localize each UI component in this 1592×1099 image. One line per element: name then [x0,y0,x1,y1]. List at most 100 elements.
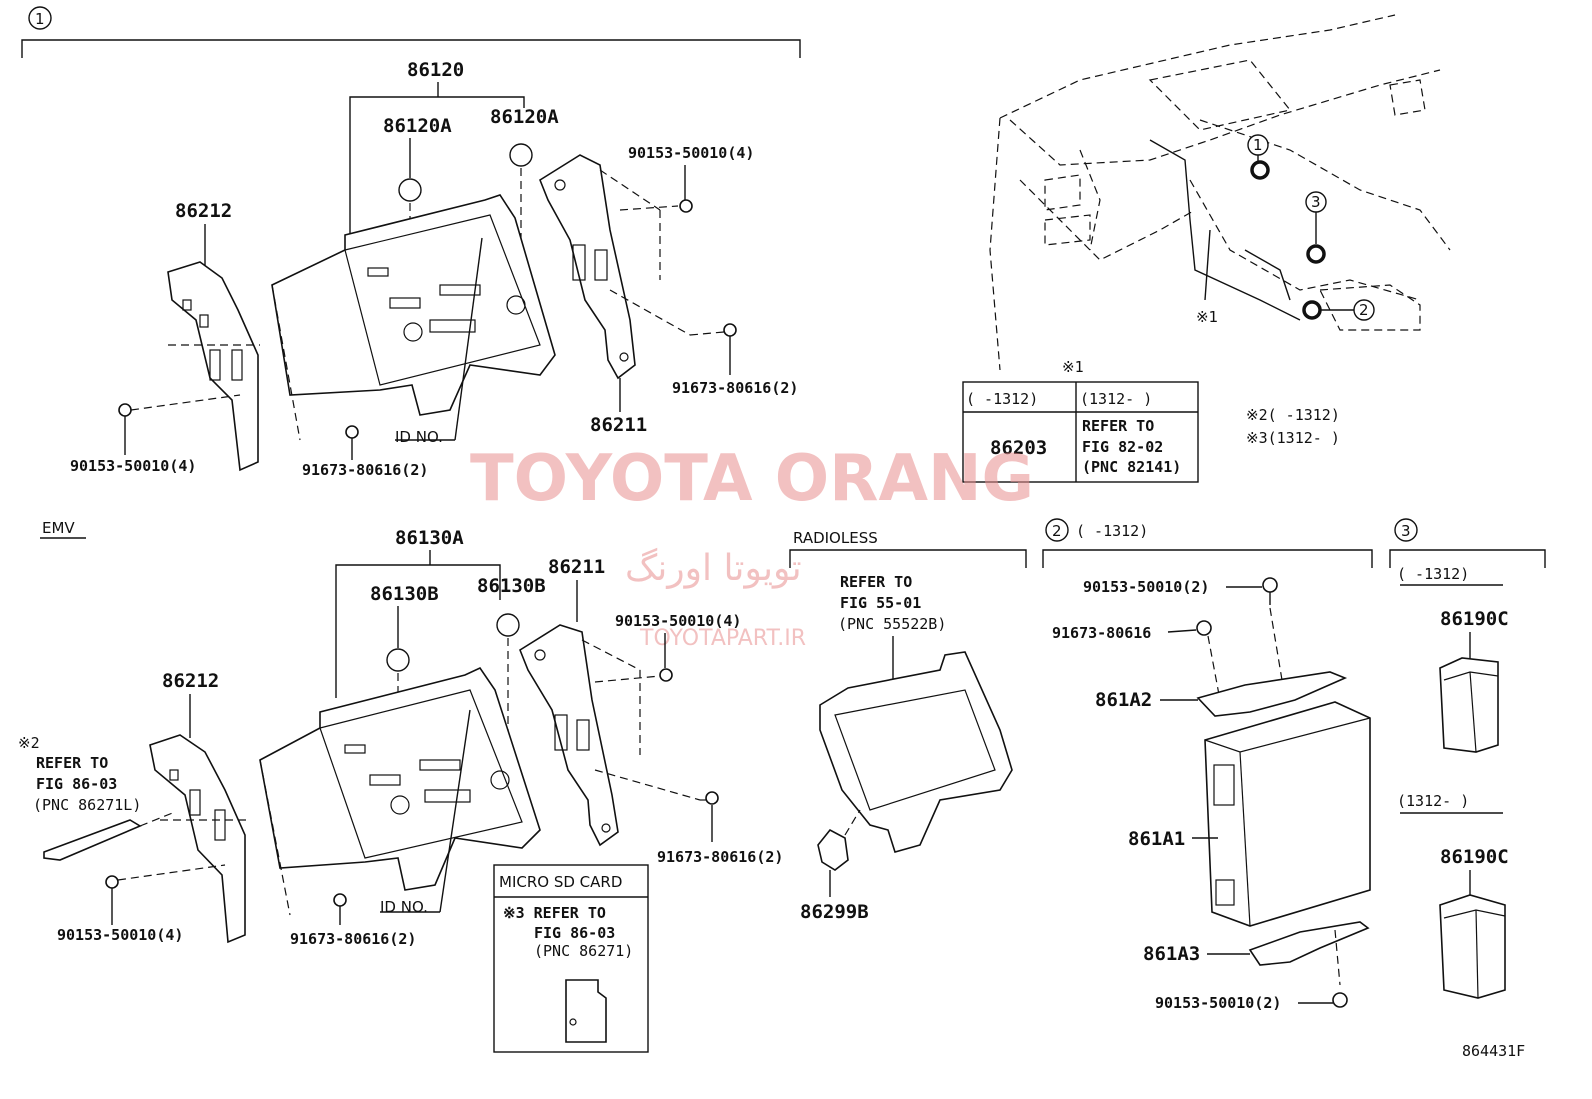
radioless-label: RADIOLESS [793,529,878,547]
note-86271-line1: ※3 REFER TO [503,904,606,922]
table-col2-line3: (PNC 82141) [1082,458,1181,476]
note-86271L-star: ※2 [18,734,40,752]
bolt-90153-s2-bottom-label: 90153-50010(2) [1155,994,1281,1012]
bolt-90153-bottom-left-label: 90153-50010(4) [70,457,196,475]
part-86120A-label-1: 86120A [383,115,452,137]
id-no-label-emv: ID NO. [380,898,428,916]
locator-star1-label: ※1 [1196,308,1218,326]
part-861A3-label: 861A3 [1143,943,1200,965]
watermark-site: TOYOTAPART.IR [639,626,806,651]
micro-sd-card-title: MICRO SD CARD [499,873,622,891]
part-86130B-label-1: 86130B [370,583,439,605]
location-point-3 [1306,244,1326,264]
part-86211-label: 86211 [590,414,647,436]
bolt-90153-s2-top [1262,577,1278,593]
note-86271L-line2: FIG 86-03 [36,775,117,793]
port-86190C-b [1439,894,1506,999]
cap-86120A-2 [509,143,533,167]
section-2: 2 ( -1312) 90153-50010(2) 91673-80616 86… [1042,518,1373,1012]
emv-label: EMV [42,519,75,537]
bolt-90153-top-right-label: 90153-50010(4) [628,144,754,162]
table-col1-header: ( -1312) [966,390,1038,408]
bracket-861A3 [1248,921,1370,966]
bracket-86212-top [167,261,259,472]
part-86130B-label-2: 86130B [477,575,546,597]
bolt-91673-bottom [345,425,359,439]
part-86120A-label-2: 86120A [490,106,559,128]
bolt-90153-emv-bottom-left-label: 90153-50010(4) [57,926,183,944]
part-86271L-illustration [43,819,142,861]
bolt-91673-emv-right [705,791,719,805]
bolt-91673-emv-right-label: 91673-80616(2) [657,848,783,866]
screw-91673-s2-label: 91673-80616 [1052,624,1151,642]
section-1-marker: 1 [35,10,45,28]
part-86212-emv-label: 86212 [162,670,219,692]
radioless-section: RADIOLESS REFER TO FIG 55-01 (PNC 55522B… [789,529,1027,923]
note-55522B-line2: FIG 55-01 [840,594,921,612]
variant-table: ※1 ( -1312) (1312- ) 86203 REFER TO FIG … [962,358,1199,483]
screw-91673-s2 [1196,620,1212,636]
bolt-91673-bottom-label: 91673-80616(2) [302,461,428,479]
bolt-91673-right-label: 91673-80616(2) [672,379,798,397]
location-point-1 [1250,160,1270,180]
bolt-90153-emv-bottom-left [105,875,119,889]
port-86190C-a [1439,657,1499,753]
bolt-90153-top-right [679,199,693,213]
part-86190C-label-a: 86190C [1440,608,1509,630]
bolt-90153-bottom-left [118,403,132,417]
note-55522B-line1: REFER TO [840,573,912,591]
bolt-90153-s2-bottom [1332,992,1348,1008]
radioless-panel-55522B [819,651,1013,853]
table-col2-line2: FIG 82-02 [1082,438,1163,456]
note-86271L-line1: REFER TO [36,754,108,772]
bracket-86211-emv [519,624,619,847]
bracket-86211-top [539,154,636,380]
emv-assembly: EMV 86130A 86130B 86130B 86211 86212 [18,519,783,1053]
note-86271-line2: FIG 86-03 [534,924,615,942]
table-star1-label: ※1 [1062,358,1084,376]
bracket-86212-emv [149,734,246,944]
section-3-range-a: ( -1312) [1397,565,1469,583]
table-col1-value: 86203 [990,437,1047,459]
illustration-code: 864431F [1462,1042,1525,1060]
bolt-90153-emv-top-right-label: 90153-50010(4) [615,612,741,630]
radio-unit-86120 [271,194,556,416]
bolt-91673-right [723,323,737,337]
location-point-2 [1302,300,1322,320]
section-3-range-b: (1312- ) [1397,792,1469,810]
part-86130A-label: 86130A [395,527,464,549]
locator-marker-3: 3 [1311,193,1321,211]
cap-86130B-2 [496,613,520,637]
table-col2-line1: REFER TO [1082,417,1154,435]
id-no-label-top: ID NO. [395,428,443,446]
watermark-main: TOYOTA ORANG [470,442,1034,516]
cap-86120A-1 [398,178,422,202]
part-86212-label: 86212 [175,200,232,222]
watermark-farsi: تویوتا اورنگ [625,547,802,589]
part-86299B-label: 86299B [800,901,869,923]
module-861A1 [1204,701,1371,927]
bolt-91673-emv-bottom-label: 91673-80616(2) [290,930,416,948]
section-2-marker: 2 [1052,522,1062,540]
locator-marker-1: 1 [1253,136,1263,154]
note-star3: ※3(1312- ) [1246,429,1340,447]
part-86299B-illustration [817,828,849,871]
note-86271L-line3: (PNC 86271L) [33,796,141,814]
bolt-91673-emv-bottom [333,893,347,907]
note-86271-line3: (PNC 86271) [534,942,633,960]
cap-86130B-1 [386,648,410,672]
note-55522B-line3: (PNC 55522B) [838,615,946,633]
bolt-90153-emv-top-right [659,668,673,682]
section-3-marker: 3 [1401,522,1411,540]
part-86120-label: 86120 [407,59,464,81]
note-star2: ※2( -1312) [1246,406,1340,424]
bracket-861A2 [1196,671,1348,717]
locator-marker-2: 2 [1359,301,1369,319]
dashboard-locator-view: ※1 1 3 2 [989,14,1451,371]
table-col2-header: (1312- ) [1080,390,1152,408]
section-3: 3 ( -1312) 86190C (1312- ) 86190C [1389,518,1546,999]
part-86211-emv-label: 86211 [548,556,605,578]
section-1-header: 1 [21,6,801,58]
section-2-range: ( -1312) [1076,522,1148,540]
